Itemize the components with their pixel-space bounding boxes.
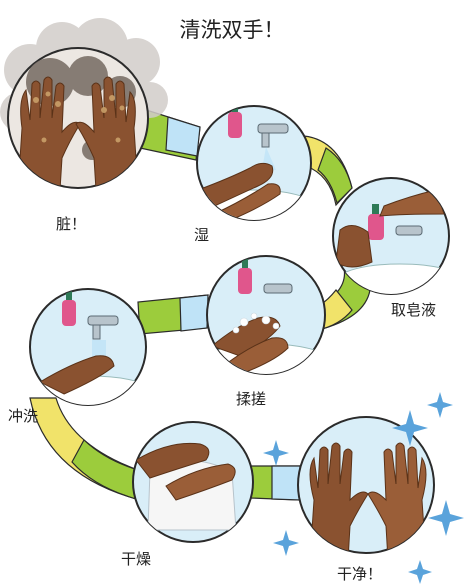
sparkle-icon xyxy=(408,560,432,584)
step-rinse-illustration xyxy=(29,288,147,406)
path-segment xyxy=(179,294,209,332)
step-dirty-illustration xyxy=(0,18,168,189)
path-segment xyxy=(317,147,353,205)
step-label-dry: 干燥 xyxy=(121,550,152,568)
step-clean-illustration xyxy=(297,416,435,554)
diagram-title: 清洗双手！ xyxy=(179,18,285,42)
sparkle-icon xyxy=(273,530,299,556)
step-label-dirty: 脏！ xyxy=(56,215,87,233)
step-wet-illustration xyxy=(196,105,312,221)
sparkle-icon xyxy=(392,410,428,446)
step-soap-illustration xyxy=(332,177,450,295)
sparkle-icon xyxy=(427,392,453,418)
sparkle-icon xyxy=(428,500,464,536)
step-label-clean: 干净！ xyxy=(337,565,383,583)
step-label-wet: 湿 xyxy=(194,226,210,244)
sparkles xyxy=(263,392,464,584)
step-label-soap: 取皂液 xyxy=(391,301,437,319)
path-segment xyxy=(165,116,201,157)
sparkle-icon xyxy=(263,440,289,466)
path-segment xyxy=(271,465,301,501)
step-label-rinse: 冲洗 xyxy=(8,407,39,425)
path-segment xyxy=(71,439,141,501)
step-rub-illustration xyxy=(206,255,326,375)
step-label-rub: 揉搓 xyxy=(236,390,267,408)
step-dry-illustration xyxy=(132,421,254,543)
